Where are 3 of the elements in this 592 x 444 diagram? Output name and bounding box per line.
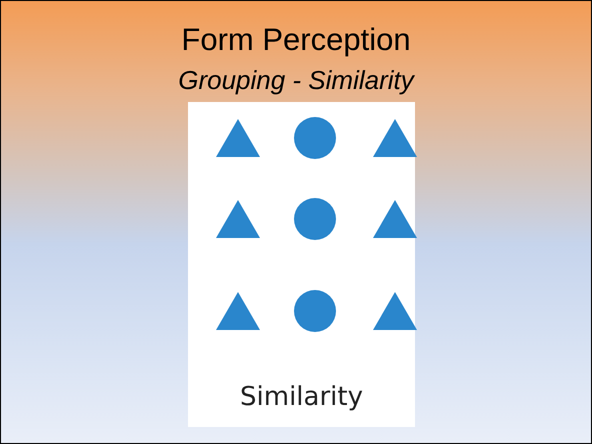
slide-subtitle: Grouping - Similarity [177, 64, 416, 96]
slide-title: Form Perception [180, 21, 412, 59]
figure-caption: Similarity [239, 382, 364, 412]
